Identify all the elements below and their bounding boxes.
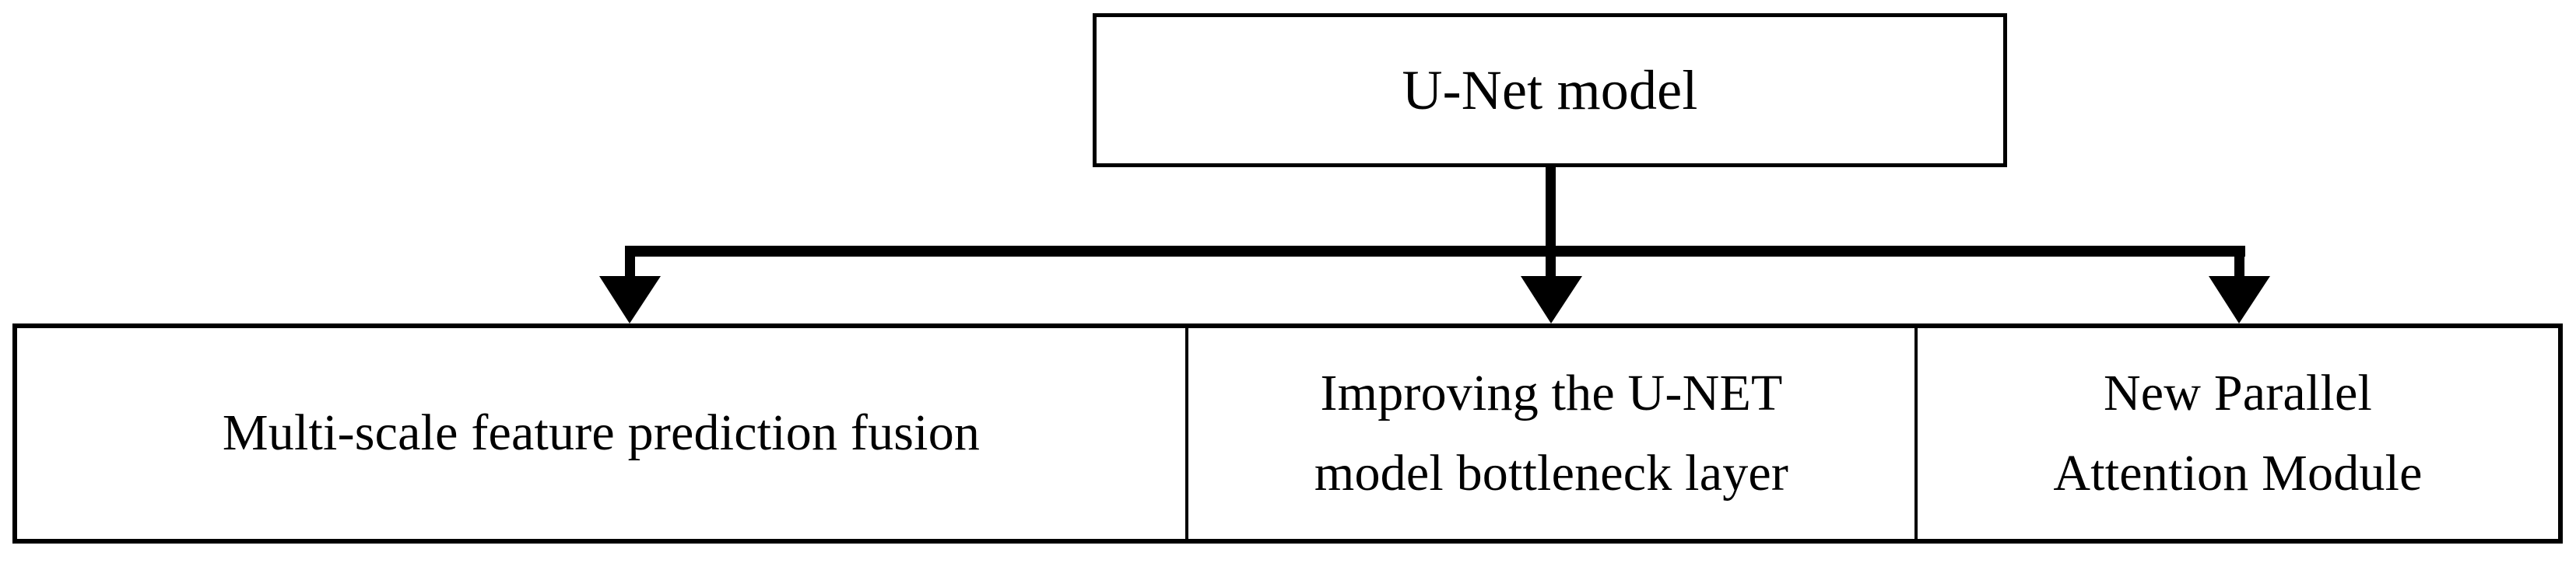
arrowhead-center [1521, 276, 1582, 323]
arrowhead-left [599, 276, 661, 323]
node-new-parallel-attention-module-label: New Parallel Attention Module [2053, 365, 2423, 502]
branch-line-right [2234, 246, 2244, 282]
branch-line-left [625, 246, 635, 282]
node-u-net-model-label: U-Net model [1402, 58, 1698, 121]
distribution-bar [627, 246, 2245, 257]
branch-line-center [1546, 246, 1556, 282]
node-new-parallel-attention-module[interactable]: New Parallel Attention Module [1914, 328, 2558, 539]
node-multi-scale-feature-prediction-fusion-label: Multi-scale feature prediction fusion [222, 404, 981, 462]
trunk-connector-line [1546, 165, 1556, 257]
arrowhead-right [2209, 276, 2270, 323]
node-improving-the-u-net-model-bottleneck-layer[interactable]: Improving the U-NET model bottleneck lay… [1185, 328, 1914, 539]
node-multi-scale-feature-prediction-fusion[interactable]: Multi-scale feature prediction fusion [17, 328, 1185, 539]
node-u-net-model[interactable]: U-Net model [1093, 13, 2007, 167]
leaf-node-row: Multi-scale feature prediction fusion Im… [12, 323, 2563, 544]
node-improving-the-u-net-model-bottleneck-layer-label: Improving the U-NET model bottleneck lay… [1314, 365, 1789, 502]
